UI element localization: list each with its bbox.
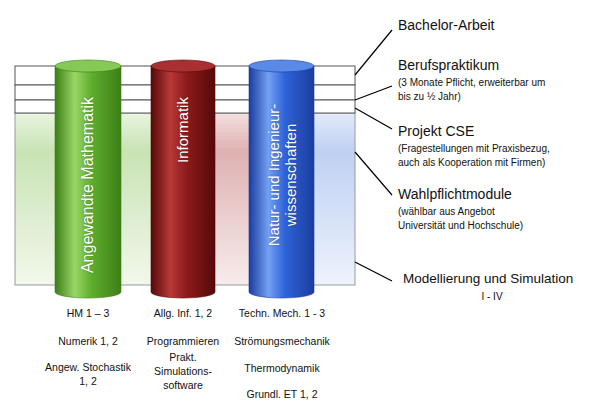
pillar-cylinder: Natur- und Ingenieur- wissenschaften (249, 60, 314, 298)
course-label: Programmieren (133, 334, 233, 348)
stage-note: (Fragestellungen mit Praxisbezug, auch a… (398, 142, 570, 170)
course-label: Prakt. Simulations- software (148, 350, 218, 392)
pillar-title: Natur- und Ingenieur- wissenschaften (264, 100, 299, 250)
stage-label: Modellierung und Simulation (403, 271, 598, 287)
cylinder-top (151, 60, 215, 72)
cylinder-top (55, 60, 121, 72)
stage-note: I - IV (452, 290, 532, 304)
cylinder-top (249, 60, 314, 72)
cylinder-shape (151, 60, 215, 298)
pillar-cylinder: Informatik (151, 60, 215, 298)
stage-note: (3 Monate Pflicht, erweiterbar um bis zu… (398, 76, 558, 104)
leader-line (355, 86, 392, 100)
stage-label: Projekt CSE (398, 123, 588, 140)
course-label: Allg. Inf. 1, 2 (133, 306, 233, 320)
stage-label: Bachelor-Arbeit (398, 17, 588, 34)
course-label: HM 1 – 3 (38, 306, 138, 320)
pillar-title: Angewandte Mathematik (79, 70, 97, 300)
pillar-cylinder: Angewandte Mathematik (55, 60, 121, 298)
stage-label: Berufspraktikum (398, 57, 588, 74)
course-label: Thermodynamik (222, 361, 342, 375)
course-label: Angew. Stochastik 1, 2 (43, 360, 133, 388)
leader-line (355, 30, 392, 75)
leader-line (355, 262, 392, 281)
course-label: Techn. Mech. 1 - 3 (222, 306, 342, 320)
course-label: Numerik 1, 2 (38, 334, 138, 348)
leader-line (355, 152, 392, 195)
course-label: Strömungsmechanik (222, 334, 342, 348)
cylinder-body (249, 66, 314, 298)
pillar-title: Informatik (174, 55, 191, 205)
stage-note: (wählbar aus Angebot Universität und Hoc… (398, 205, 538, 233)
stage-label: Wahlpflichtmodule (398, 186, 588, 203)
course-label: Grundl. ET 1, 2 (222, 387, 342, 401)
leader-line (355, 108, 392, 129)
